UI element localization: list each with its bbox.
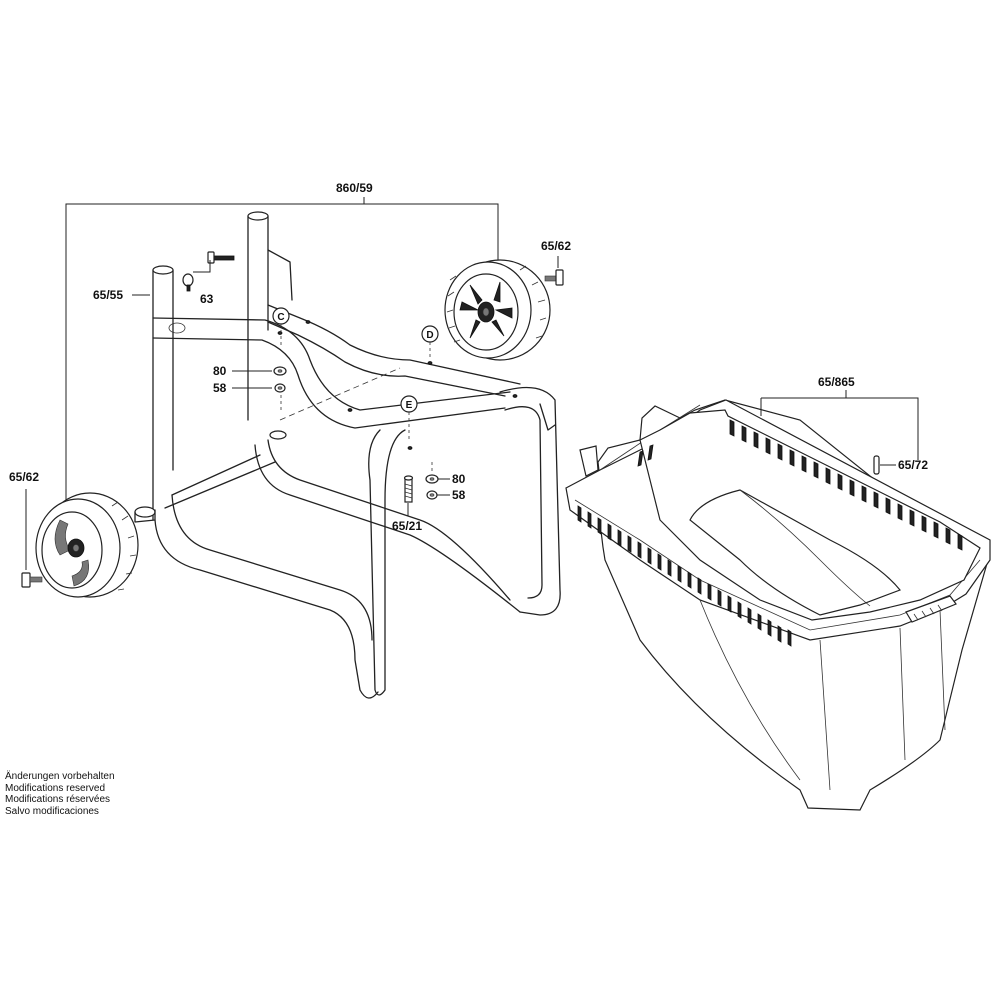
note-german: Änderungen vorbehalten (5, 771, 115, 782)
screw-63 (182, 251, 235, 292)
bolt-65-21 (403, 475, 414, 503)
washer-80-right-label: 80 (452, 472, 466, 486)
screw-63-label: 63 (200, 292, 214, 306)
callout-c-letter: C (277, 312, 284, 323)
frame-tube-label: 65/55 (93, 288, 123, 302)
nut-58-left-label: 58 (213, 381, 227, 395)
wheel-left-screw (21, 572, 43, 588)
wheel-right (444, 259, 551, 361)
grass-container (565, 399, 991, 811)
washer-80-left-label: 80 (213, 364, 227, 378)
bolt-65-21-label: 65/21 (392, 519, 422, 533)
nut-58-right-label: 58 (452, 488, 466, 502)
pin-65-72 (873, 455, 880, 475)
frame-group-bracket (65, 197, 499, 508)
frame-group-label: 860/59 (336, 181, 373, 195)
wheel-right-screw (544, 269, 564, 286)
modification-notes: Änderungen vorbehalten Modifications res… (5, 771, 115, 817)
pin-65-72-label: 65/72 (898, 458, 928, 472)
container-group-label: 65/865 (818, 375, 855, 389)
container-slots (577, 419, 963, 647)
note-english: Modifications reserved (5, 782, 106, 794)
callout-e-letter: E (406, 400, 413, 411)
wheel-left (35, 492, 139, 598)
note-spanish: Salvo modificaciones (5, 805, 99, 817)
callout-d-letter: D (426, 330, 433, 341)
wheel-right-screw-label: 65/62 (541, 239, 571, 253)
note-french: Modifications réservées (5, 794, 111, 805)
wheel-left-screw-label: 65/62 (9, 470, 39, 484)
trolley-frame (134, 211, 561, 699)
